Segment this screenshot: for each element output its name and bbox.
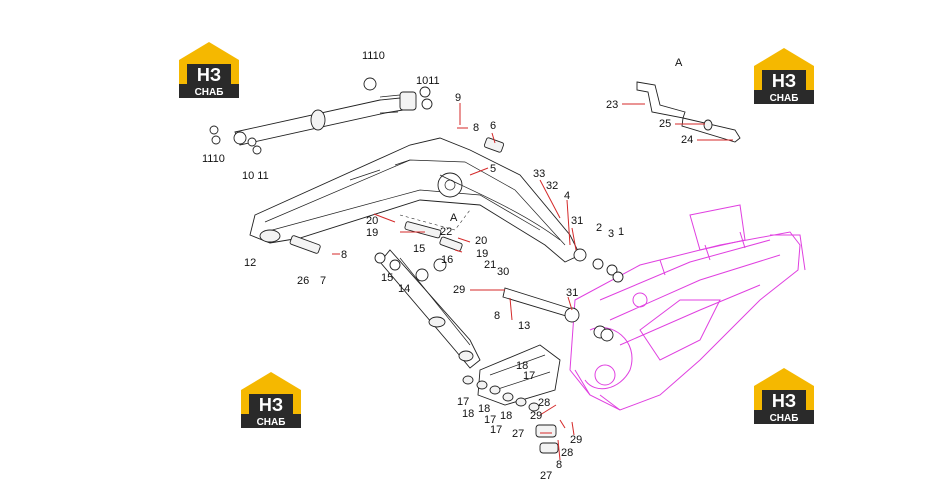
callout-7: 7 [320, 275, 327, 287]
logo-text-line1: НЗ [772, 71, 796, 91]
callout-6: 6 [490, 120, 497, 132]
callout-21: 21 [484, 259, 497, 271]
callout-8-c: 8 [494, 310, 501, 322]
callout-4: 4 [564, 190, 571, 202]
logo-text-line2: СНАБ [770, 413, 799, 424]
callout-27-a: 27 [512, 428, 525, 440]
callout-22: 22 [440, 226, 453, 238]
logo-text-line1: НЗ [772, 391, 796, 411]
callout-28-b: 28 [561, 447, 574, 459]
callout-1110-left: 1110 [202, 153, 225, 165]
logo-bottom-left: НЗ СНАБ [239, 368, 303, 432]
callout-20-b: 20 [475, 235, 488, 247]
callout-8-b: 8 [341, 249, 348, 261]
logo-text-line1: НЗ [259, 395, 283, 415]
callout-17-c: 17 [484, 414, 497, 426]
callout-17-a: 17 [523, 370, 536, 382]
callout-2: 2 [596, 222, 603, 234]
logo-bottom-right: НЗ СНАБ [752, 364, 816, 428]
callout-13: 13 [518, 320, 531, 332]
callout-33: 33 [533, 168, 546, 180]
callout-1011-left: 10 11 [242, 170, 269, 182]
logo-text-line2: СНАБ [195, 87, 224, 98]
callout-32: 32 [546, 180, 559, 192]
callout-23: 23 [606, 99, 619, 111]
logo-text-line2: СНАБ [257, 417, 286, 428]
callout-18-b: 18 [462, 408, 475, 420]
callout-20-a: 20 [366, 215, 379, 227]
callout-9: 9 [455, 92, 462, 104]
callout-31-a: 31 [571, 215, 584, 227]
callout-16: 16 [441, 254, 454, 266]
boom-assembly [249, 137, 581, 263]
chassis-frame [569, 204, 806, 411]
callout-18-d: 18 [500, 410, 513, 422]
pins-and-bushings [209, 77, 624, 342]
callout-19-a: 19 [366, 227, 379, 239]
detail-a-inset [636, 81, 741, 143]
callout-29-a: 29 [453, 284, 466, 296]
callout-14: 14 [398, 283, 411, 295]
callout-28-a: 28 [538, 397, 551, 409]
callout-18-c: 18 [478, 403, 491, 415]
callout-17-d: 17 [490, 424, 503, 436]
callout-1110-top: 1110 [362, 50, 385, 62]
callout-15-b: 15 [381, 272, 394, 284]
logo-text-line1: НЗ [197, 65, 221, 85]
callout-1: 1 [618, 226, 625, 238]
callout-24: 24 [681, 134, 694, 146]
detail-label: A [450, 212, 458, 224]
logo-top-left: НЗ СНАБ [177, 38, 241, 102]
leader-lines [332, 103, 733, 461]
callout-8-d: 8 [556, 459, 563, 471]
boom-cylinder [233, 91, 417, 146]
callout-27-b: 27 [540, 470, 553, 482]
callout-1011-top: 1011 [416, 75, 440, 87]
callout-19-b: 19 [476, 248, 489, 260]
callout-29-b: 29 [530, 410, 543, 422]
link-assembly [462, 344, 561, 454]
callout-18-a: 18 [516, 360, 529, 372]
callout-3: 3 [608, 228, 615, 240]
callout-30: 30 [497, 266, 510, 278]
logo-text-line2: СНАБ [770, 93, 799, 104]
callout-25: 25 [659, 118, 672, 130]
callout-5: 5 [490, 163, 497, 175]
callout-26: 26 [297, 275, 310, 287]
callout-12: 12 [244, 257, 257, 269]
logo-top-right: НЗ СНАБ [752, 44, 816, 108]
arm-cylinder [379, 249, 576, 369]
callout-29-c: 29 [570, 434, 583, 446]
callout-15-a: 15 [413, 243, 426, 255]
inset-detail-label: A [675, 57, 683, 69]
callout-31-b: 31 [566, 287, 579, 299]
callout-8-a: 8 [473, 122, 480, 134]
callout-17-b: 17 [457, 396, 470, 408]
